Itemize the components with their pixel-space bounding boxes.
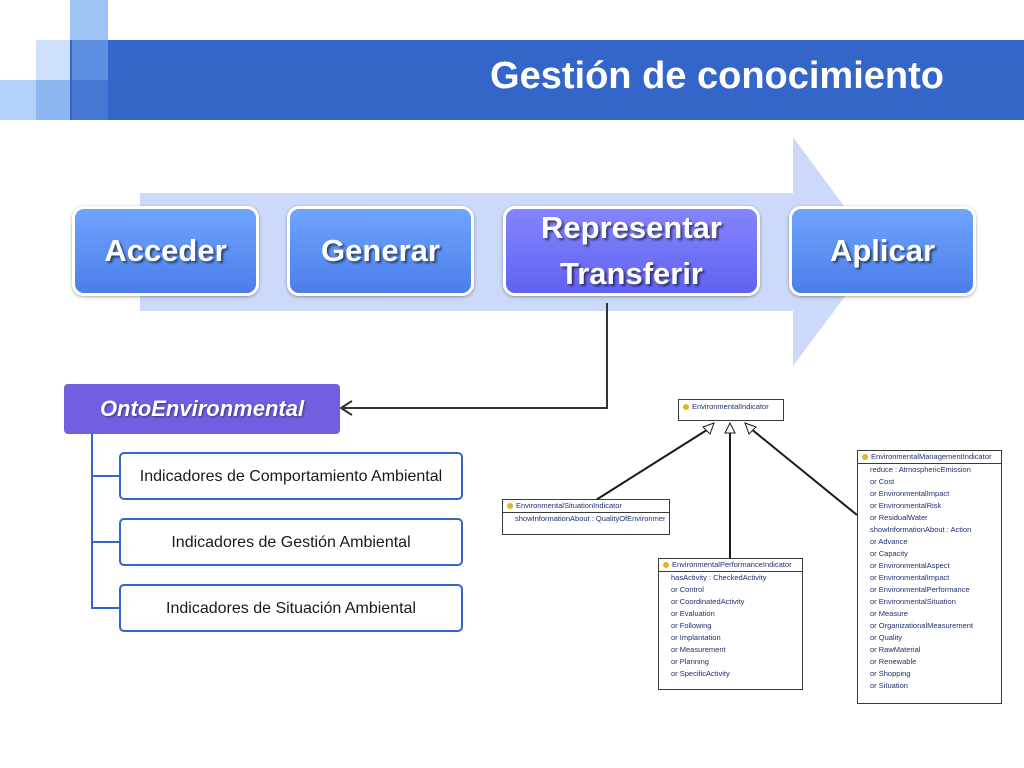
uml-row: or EnvironmentalImpact: [870, 488, 997, 500]
deco-square: [36, 40, 72, 80]
uml-row: or RawMaterial: [870, 644, 997, 656]
uml-row-text: or Planning: [671, 657, 709, 666]
uml-row-text: or Situation: [870, 681, 908, 690]
uml-row: or Situation: [870, 680, 997, 692]
uml-class-name: EnvironmentalManagementIndicator: [871, 452, 992, 461]
uml-class-name: EnvironmentalIndicator: [692, 402, 769, 411]
uml-row-text: hasActivity : CheckedActivity: [671, 573, 767, 582]
uml-row-text: or CoordinatedActivity: [671, 597, 745, 606]
uml-inherit-line: [749, 427, 858, 516]
onto-environmental-box: OntoEnvironmental: [64, 384, 340, 434]
uml-row: showInformationAbout : QualityOfEnvironm…: [515, 514, 665, 523]
step-representar-label: Representar: [541, 210, 722, 245]
uml-row: or Following: [671, 620, 798, 632]
uml-row-text: reduce : AtmosphericEmission: [870, 465, 971, 474]
uml-class-management-indicator: EnvironmentalManagementIndicator reduce …: [857, 450, 1002, 704]
uml-row-text: or Cost: [870, 477, 895, 486]
uml-row-text: or Advance: [870, 537, 908, 546]
step-generar: Generar: [287, 206, 474, 296]
uml-row-text: or Capacity: [870, 549, 908, 558]
uml-row: or Control: [671, 584, 798, 596]
uml-row: or Cost: [870, 476, 997, 488]
class-icon: [862, 454, 868, 460]
deco-square: [72, 80, 108, 120]
indicator-situacion: Indicadores de Situación Ambiental: [119, 584, 463, 632]
class-icon: [683, 404, 689, 410]
uml-row: or EnvironmentalAspect: [870, 560, 997, 572]
uml-row: or Measurement: [671, 644, 798, 656]
uml-class-name: EnvironmentalSituationIndicator: [516, 501, 622, 510]
uml-row-text: or Following: [671, 621, 712, 630]
uml-row: or OrganizationalMeasurement: [870, 620, 997, 632]
uml-row: or Measure: [870, 608, 997, 620]
uml-row-text: or EnvironmentalImpact: [870, 489, 950, 498]
uml-row-text: or Renewable: [870, 657, 917, 666]
uml-row-text: or SpecificActivity: [671, 669, 730, 678]
step-aplicar: Aplicar: [789, 206, 976, 296]
uml-row: or Shopping: [870, 668, 997, 680]
uml-row: or Advance: [870, 536, 997, 548]
step-acceder: Acceder: [72, 206, 259, 296]
uml-row-text: or Evaluation: [671, 609, 715, 618]
class-icon: [663, 562, 669, 568]
deco-square: [0, 80, 36, 120]
step-aplicar-label: Aplicar: [829, 233, 936, 268]
uml-row-text: or ResidualWater: [870, 513, 928, 522]
uml-row-text: or Implantation: [671, 633, 721, 642]
uml-row-text: or RawMaterial: [870, 645, 921, 654]
uml-row: reduce : AtmosphericEmission: [870, 464, 997, 476]
header-bar: [70, 40, 1024, 120]
step-generar-label: Generar: [321, 233, 440, 268]
uml-row: hasActivity : CheckedActivity: [671, 572, 798, 584]
uml-row: or ResidualWater: [870, 512, 997, 524]
uml-row: or Renewable: [870, 656, 997, 668]
tree-connector: [91, 434, 119, 609]
uml-row: or EnvironmentalPerformance: [870, 584, 997, 596]
uml-inherit-triangle: [744, 422, 757, 435]
uml-row-text: or Shopping: [870, 669, 911, 678]
uml-row: or Capacity: [870, 548, 997, 560]
uml-row: or Quality: [870, 632, 997, 644]
uml-row-text: or EnvironmentalPerformance: [870, 585, 970, 594]
uml-inherit-triangle: [702, 422, 715, 435]
uml-class-environmental-indicator: EnvironmentalIndicator: [678, 399, 784, 421]
deco-square: [70, 0, 108, 40]
uml-row-text: or EnvironmentalImpact: [870, 573, 950, 582]
uml-row: or EnvironmentalRisk: [870, 500, 997, 512]
uml-row: or Implantation: [671, 632, 798, 644]
deco-square: [72, 40, 108, 80]
deco-square: [36, 80, 72, 120]
connector-transferir-onto: [342, 303, 608, 409]
arrow-head: [339, 400, 353, 416]
uml-inherit-line: [595, 427, 711, 501]
uml-row-text: or OrganizationalMeasurement: [870, 621, 973, 630]
step-transferir-label: Transferir: [559, 256, 703, 291]
uml-class-name: EnvironmentalPerformanceIndicator: [672, 560, 792, 569]
uml-row: or Planning: [671, 656, 798, 668]
uml-row: or SpecificActivity: [671, 668, 798, 680]
uml-row: or Evaluation: [671, 608, 798, 620]
uml-row-text: or Control: [671, 585, 704, 594]
indicator-comportamiento: Indicadores de Comportamiento Ambiental: [119, 452, 463, 500]
uml-row: or CoordinatedActivity: [671, 596, 798, 608]
uml-row: or EnvironmentalImpact: [870, 572, 997, 584]
uml-class-performance-indicator: EnvironmentalPerformanceIndicator hasAct…: [658, 558, 803, 690]
class-icon: [507, 503, 513, 509]
page-title: Gestión de conocimiento: [490, 55, 944, 97]
uml-row: or EnvironmentalSituation: [870, 596, 997, 608]
indicator-gestion: Indicadores de Gestión Ambiental: [119, 518, 463, 566]
uml-row-text: or Measure: [870, 609, 908, 618]
uml-row-text: or Measurement: [671, 645, 726, 654]
uml-row-text: or EnvironmentalRisk: [870, 501, 942, 510]
uml-row-text: or EnvironmentalAspect: [870, 561, 950, 570]
uml-class-situation-indicator: EnvironmentalSituationIndicator showInfo…: [502, 499, 670, 535]
step-acceder-label: Acceder: [104, 233, 227, 268]
step-representar-transferir: Representar Transferir: [503, 206, 760, 296]
uml-row-text: or EnvironmentalSituation: [870, 597, 956, 606]
uml-inherit-triangle: [724, 421, 736, 434]
uml-row-text: or Quality: [870, 633, 903, 642]
uml-row: showInformationAbout : Action: [870, 524, 997, 536]
uml-row-text: showInformationAbout : Action: [870, 525, 972, 534]
